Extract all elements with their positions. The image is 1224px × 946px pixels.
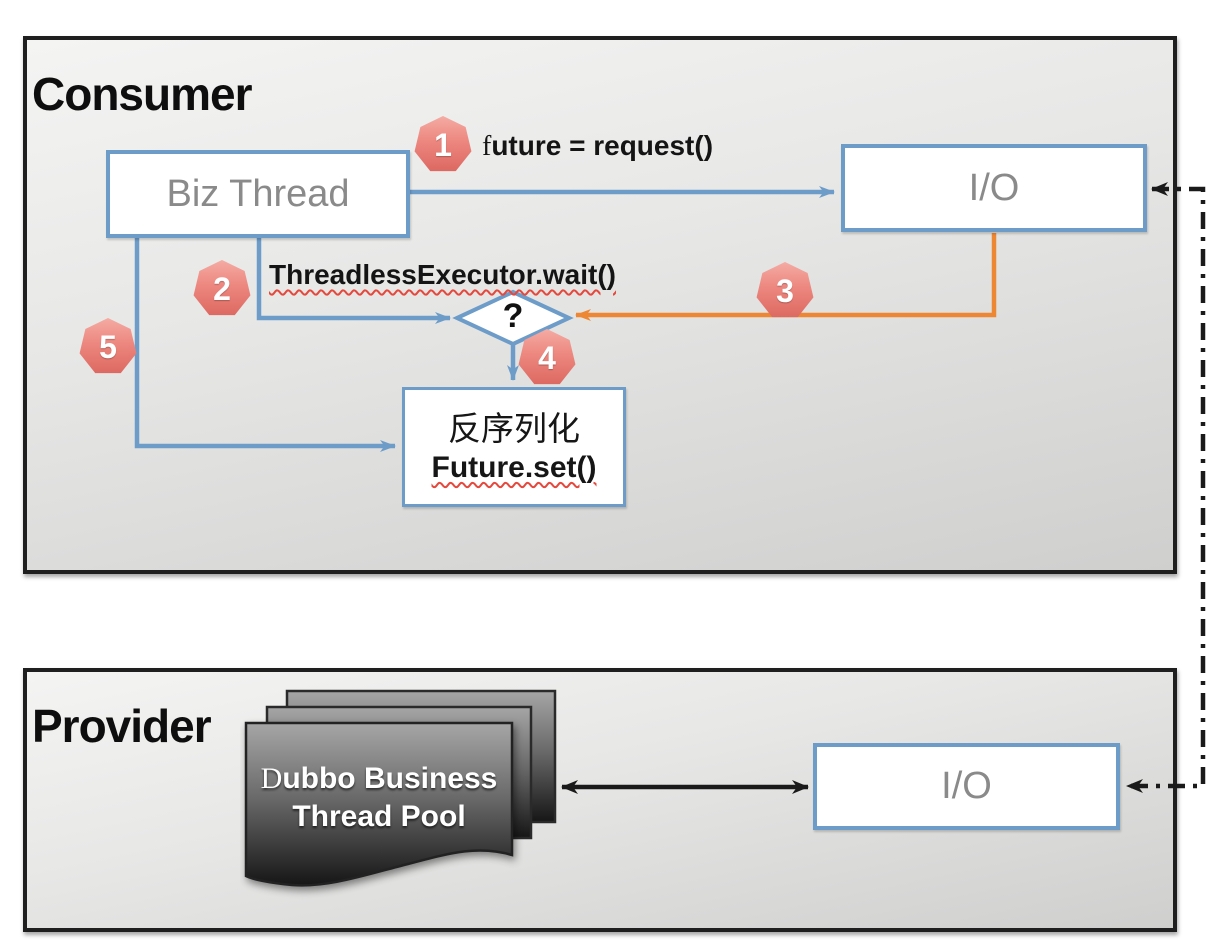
- threadless-wait-label: ThreadlessExecutor.wait(): [269, 259, 617, 290]
- provider-title: Provider: [32, 699, 212, 752]
- future-request-label: future = request(): [482, 130, 714, 162]
- consumer-io-node: I/O: [841, 144, 1147, 232]
- provider-io-label: I/O: [941, 765, 992, 807]
- thread-pool-label: Dubbo Business Thread Pool: [246, 760, 512, 836]
- biz-thread-node: Biz Thread: [106, 150, 410, 238]
- decision-question-label: ?: [502, 297, 524, 335]
- provider-io-node: I/O: [813, 743, 1120, 830]
- thread-pool-label-line2: Thread Pool: [292, 800, 466, 833]
- deserialize-node: 反序列化 Future.set(): [402, 387, 626, 507]
- consumer-io-label: I/O: [968, 166, 1020, 209]
- thread-pool-label-line1: Dubbo Business: [260, 762, 498, 795]
- deserialize-label-cn: 反序列化: [448, 408, 580, 448]
- deserialize-label-en: Future.set(): [431, 450, 597, 484]
- consumer-title: Consumer: [32, 67, 252, 120]
- biz-thread-label: Biz Thread: [166, 172, 350, 215]
